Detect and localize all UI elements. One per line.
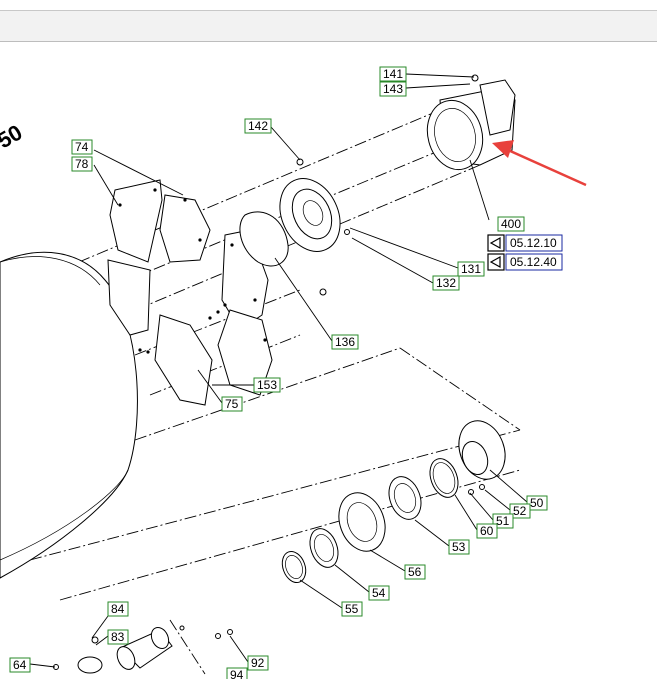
red-arrow-icon — [492, 140, 587, 187]
svg-text:143: 143 — [383, 82, 403, 96]
svg-text:50: 50 — [530, 496, 544, 510]
cover-plates — [107, 179, 289, 406]
triangle-marker-icon — [489, 236, 501, 250]
svg-text:153: 153 — [257, 378, 277, 392]
reference-links: 05.12.10 05.12.40 — [487, 234, 563, 271]
callout-53[interactable]: 53 — [448, 539, 470, 555]
callout-131[interactable]: 131 — [457, 261, 485, 277]
svg-text:94: 94 — [230, 668, 244, 679]
svg-text:60: 60 — [480, 524, 494, 538]
reference-label-1: 05.12.10 — [510, 236, 557, 250]
callout-136[interactable]: 136 — [331, 334, 359, 350]
callout-92[interactable]: 92 — [247, 655, 269, 671]
svg-text:55: 55 — [345, 602, 359, 616]
svg-text:83: 83 — [111, 630, 125, 644]
callout-60[interactable]: 60 — [476, 523, 498, 539]
corner-fragment-text: 50 — [0, 119, 27, 153]
svg-text:75: 75 — [225, 397, 239, 411]
callout-83[interactable]: 83 — [107, 629, 129, 645]
callout-labels: 141 143 142 74 78 400 131 132 136 153 75… — [9, 66, 548, 679]
svg-text:136: 136 — [335, 335, 355, 349]
callout-132[interactable]: 132 — [432, 275, 460, 291]
svg-text:74: 74 — [75, 140, 89, 154]
callout-75[interactable]: 75 — [221, 396, 243, 412]
callout-74[interactable]: 74 — [71, 139, 93, 155]
callout-78[interactable]: 78 — [71, 156, 93, 172]
callout-400[interactable]: 400 — [497, 216, 525, 232]
hub-bearing-assembly — [281, 420, 506, 583]
callout-50[interactable]: 50 — [526, 495, 548, 511]
reference-link-2[interactable]: 05.12.40 — [487, 253, 563, 271]
triangle-marker-icon — [489, 255, 501, 269]
svg-text:54: 54 — [372, 586, 386, 600]
callout-141[interactable]: 141 — [379, 66, 407, 82]
reference-label-2: 05.12.40 — [510, 255, 557, 269]
leader-lines — [29, 73, 528, 668]
callout-56[interactable]: 56 — [404, 564, 426, 580]
svg-text:56: 56 — [408, 565, 422, 579]
callout-55[interactable]: 55 — [341, 601, 363, 617]
svg-text:51: 51 — [496, 514, 510, 528]
parts-diagram-canvas: 50 — [0, 43, 657, 679]
callout-54[interactable]: 54 — [368, 585, 390, 601]
callout-143[interactable]: 143 — [379, 81, 407, 97]
svg-text:92: 92 — [251, 656, 265, 670]
callout-94[interactable]: 94 — [226, 667, 248, 679]
callout-51[interactable]: 51 — [492, 513, 514, 529]
svg-text:84: 84 — [111, 602, 125, 616]
callout-84[interactable]: 84 — [107, 601, 129, 617]
window-top-strip — [0, 0, 657, 10]
reference-link-1[interactable]: 05.12.10 — [487, 234, 563, 252]
drum-shell — [0, 251, 138, 579]
svg-text:131: 131 — [461, 262, 481, 276]
svg-text:132: 132 — [436, 276, 456, 290]
callout-153[interactable]: 153 — [253, 377, 281, 393]
viewer-toolbar — [0, 10, 657, 42]
svg-text:78: 78 — [75, 157, 89, 171]
svg-text:400: 400 — [501, 217, 521, 231]
drive-shaft-coupling — [53, 625, 233, 674]
callout-64[interactable]: 64 — [9, 657, 31, 673]
callout-142[interactable]: 142 — [244, 118, 272, 134]
svg-text:141: 141 — [383, 67, 403, 81]
svg-text:64: 64 — [13, 658, 27, 672]
mounting-flange — [279, 158, 350, 296]
callout-52[interactable]: 52 — [509, 503, 531, 519]
svg-text:142: 142 — [248, 119, 268, 133]
bolt-dots — [118, 188, 267, 354]
drive-motor-assembly — [426, 74, 516, 171]
svg-text:52: 52 — [513, 504, 527, 518]
exploded-parts-diagram: 50 — [0, 66, 587, 679]
svg-text:53: 53 — [452, 540, 466, 554]
